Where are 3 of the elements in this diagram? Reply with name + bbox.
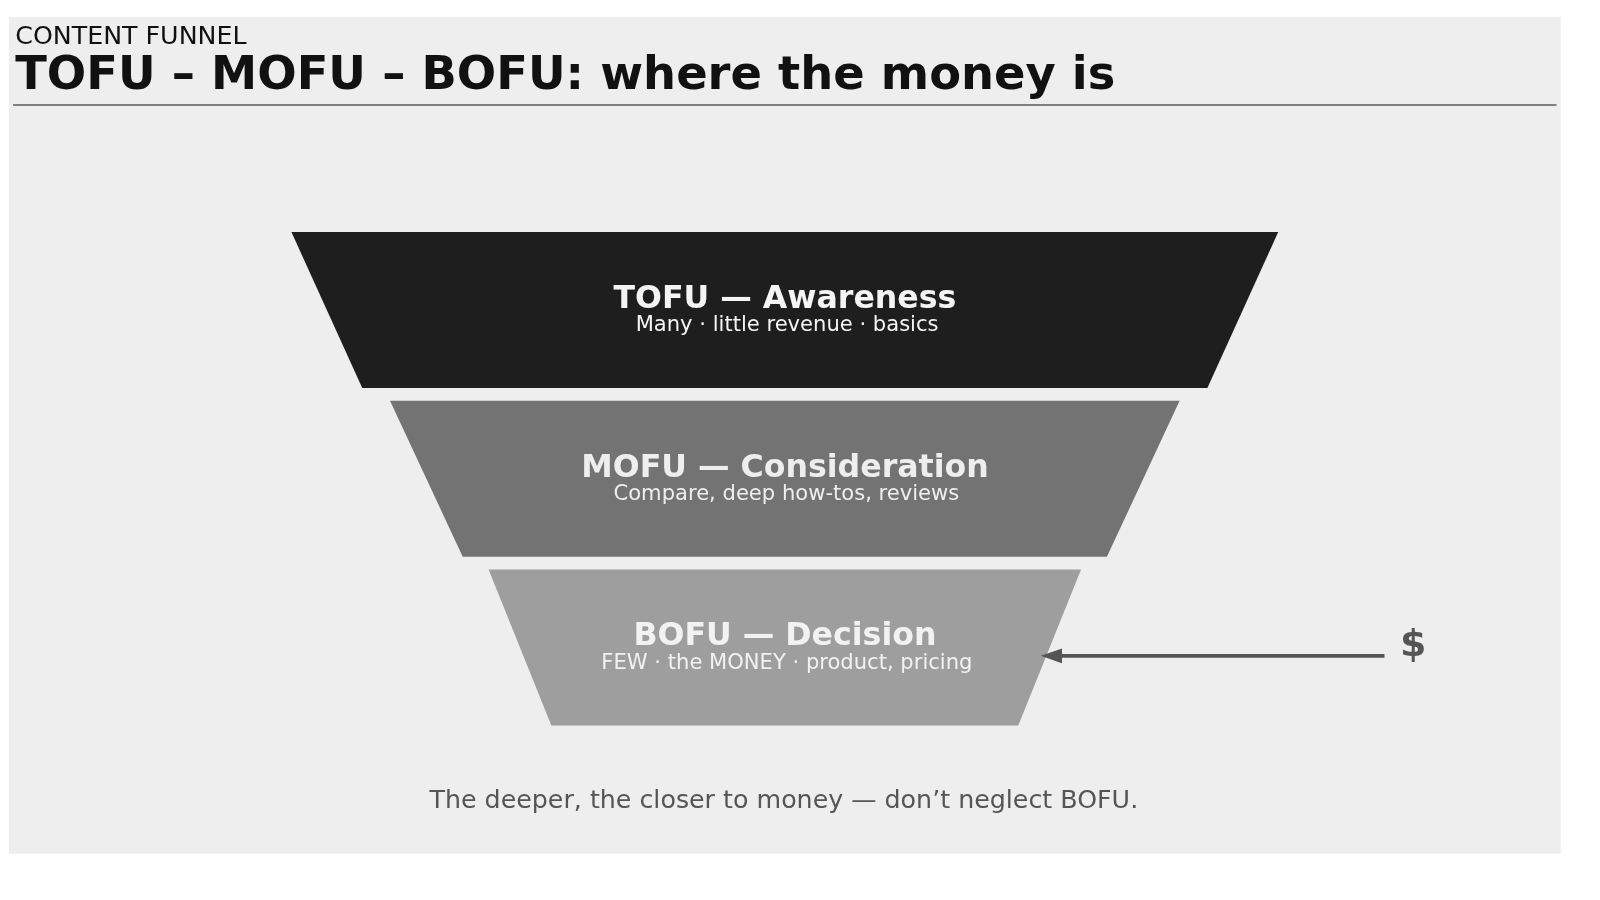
caption: The deeper, the closer to money — don’t neglect BOFU. xyxy=(429,784,1139,814)
arrow xyxy=(1040,647,1385,663)
node-text: $ xyxy=(1399,620,1427,665)
